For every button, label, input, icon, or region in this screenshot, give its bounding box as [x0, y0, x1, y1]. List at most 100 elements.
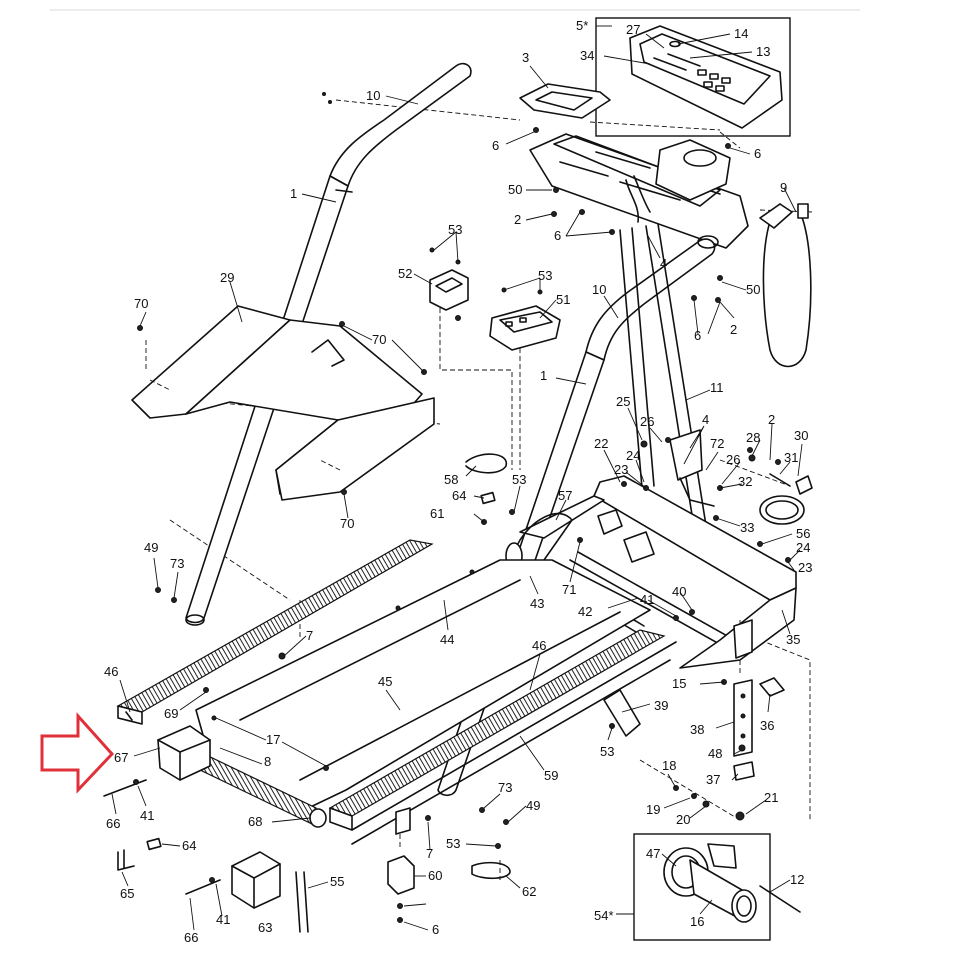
deck-belt-surface — [239, 579, 621, 781]
callout-7: 7 — [306, 628, 313, 643]
elevation-motor-bracket — [707, 843, 737, 869]
wire-72 — [679, 477, 715, 507]
callout-23: 23 — [614, 462, 628, 477]
console-base-slot — [619, 181, 681, 201]
callout-66: 66 — [106, 816, 120, 831]
callout-6: 6 — [432, 922, 439, 937]
callout-46: 46 — [104, 664, 118, 679]
power-cord-coil — [759, 495, 805, 525]
callout-33: 33 — [740, 520, 754, 535]
callout-72: 72 — [710, 436, 724, 451]
console-housing — [629, 25, 783, 129]
console-button — [703, 81, 713, 88]
console-button — [709, 73, 719, 80]
leader-lines — [111, 25, 803, 931]
plate-64b — [480, 491, 496, 505]
elevation-motor-inset-frame — [633, 833, 771, 941]
console-cover-dome — [683, 149, 717, 167]
callout-6: 6 — [754, 146, 761, 161]
callout-1: 1 — [540, 368, 547, 383]
callout-57: 57 — [558, 488, 572, 503]
lift-bracket — [759, 677, 785, 697]
electronics-bracket — [489, 305, 561, 351]
callout-54: 54* — [594, 908, 614, 923]
callout-64: 64 — [452, 488, 466, 503]
callout-53: 53 — [538, 268, 552, 283]
callout-65: 65 — [120, 886, 134, 901]
callout-42: 42 — [578, 604, 592, 619]
callout-38: 38 — [690, 722, 704, 737]
callout-53: 53 — [446, 836, 460, 851]
safety-key-cord — [762, 203, 812, 368]
left-handrail-grip — [329, 62, 472, 187]
callout-62: 62 — [522, 884, 536, 899]
allen-wrench-65 — [117, 851, 135, 871]
callout-2: 2 — [514, 212, 521, 227]
console-display-slot — [667, 53, 701, 67]
callout-24: 24 — [626, 448, 640, 463]
callout-66: 66 — [184, 930, 198, 945]
callout-6: 6 — [554, 228, 561, 243]
callout-73: 73 — [498, 780, 512, 795]
frame-foot-brace — [603, 689, 641, 737]
bolt-66 — [103, 779, 147, 797]
cable-58 — [465, 453, 507, 474]
callout-48: 48 — [708, 746, 722, 761]
callout-39: 39 — [654, 698, 668, 713]
elevation-bolt — [759, 885, 801, 913]
callout-22: 22 — [594, 436, 608, 451]
safety-key-clip — [759, 203, 793, 229]
callout-43: 43 — [530, 596, 544, 611]
callout-59: 59 — [544, 768, 558, 783]
elevation-motor-inset — [633, 833, 801, 941]
callout-69: 69 — [164, 706, 178, 721]
callout-68: 68 — [248, 814, 262, 829]
callout-23: 23 — [798, 560, 812, 575]
console-button — [721, 77, 731, 84]
console-button — [697, 69, 707, 76]
callout-53: 53 — [512, 472, 526, 487]
elevation-motor-end — [731, 889, 757, 923]
console-base-slot — [595, 151, 651, 169]
side-rails — [116, 539, 677, 845]
console-assembly — [519, 83, 749, 249]
callout-29: 29 — [220, 270, 234, 285]
motor-hood-notch — [311, 339, 345, 367]
callout-10: 10 — [366, 88, 380, 103]
callout-16: 16 — [690, 914, 704, 929]
block-60 — [387, 855, 415, 895]
callout-25: 25 — [616, 394, 630, 409]
callout-34: 34 — [580, 48, 594, 63]
callout-41: 41 — [140, 808, 154, 823]
callout-19: 19 — [646, 802, 660, 817]
callout-41: 41 — [216, 912, 230, 927]
frame-left-rail — [519, 495, 605, 539]
callout-18: 18 — [662, 758, 676, 773]
frame-leg — [733, 619, 753, 659]
callout-2: 2 — [730, 322, 737, 337]
callout-7: 7 — [426, 846, 433, 861]
callout-6: 6 — [694, 328, 701, 343]
callout-44: 44 — [440, 632, 454, 647]
console-base — [529, 133, 749, 249]
callout-1: 1 — [290, 186, 297, 201]
console-button — [715, 85, 725, 92]
callout-50: 50 — [508, 182, 522, 197]
callout-32: 32 — [738, 474, 752, 489]
rod-55 — [303, 871, 309, 933]
box-63 — [231, 851, 281, 909]
callout-30: 30 — [794, 428, 808, 443]
callout-21: 21 — [764, 790, 778, 805]
callout-53: 53 — [448, 222, 462, 237]
motor-transformer — [429, 269, 561, 351]
console-cable — [625, 175, 651, 223]
console-base-slot — [559, 161, 609, 177]
frame-top-rail — [593, 475, 797, 601]
callout-4: 4 — [660, 256, 667, 271]
callout-15: 15 — [672, 676, 686, 691]
callout-60: 60 — [428, 868, 442, 883]
callout-56: 56 — [796, 526, 810, 541]
callout-11: 11 — [710, 380, 724, 395]
callout-27: 27 — [626, 22, 640, 37]
